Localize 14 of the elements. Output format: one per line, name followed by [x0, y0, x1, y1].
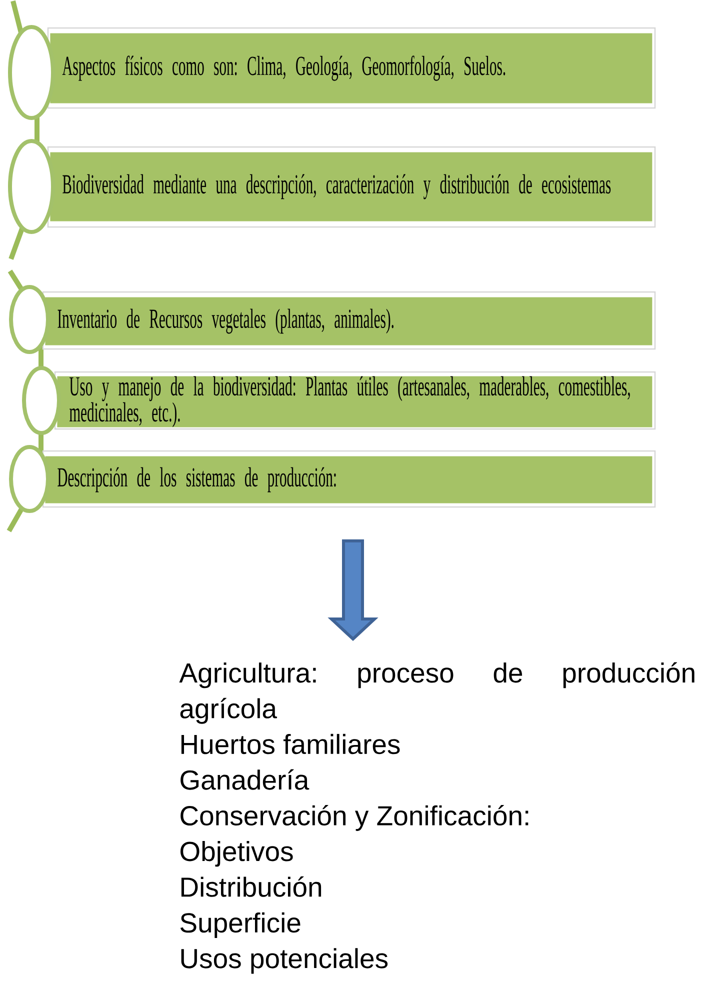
list-item: Usos potenciales: [181, 948, 388, 974]
list-item: Agricultura: proceso de producción agrícola: [179, 662, 694, 724]
list-item: Superficie: [180, 912, 300, 938]
block-arrow: [328, 539, 378, 642]
list-item: Conservación y Zonificación:: [180, 805, 528, 831]
list-item: Objetivos: [180, 841, 293, 867]
list-band: Biodiversidad mediante una descripción, caracterización y distribución de ecosistemas: [8, 139, 656, 234]
list-band: Uso y manejo de la biodiversidad: Plantas útiles (artesanales, maderables, comestibles, medicinales, etc.).: [22, 366, 656, 435]
list-band: Inventario de Recursos vegetales (plantas, animales).: [9, 285, 656, 354]
list-item: Ganadería: [180, 769, 310, 790]
list-item: Distribución: [181, 876, 322, 897]
list-band: Aspectos físicos como son: Clima, Geología, Geomorfología, Suelos.: [8, 25, 656, 120]
list-item: Huertos familiares: [181, 734, 400, 754]
list-band: Descripción de los sistemas de producción:: [9, 445, 656, 513]
